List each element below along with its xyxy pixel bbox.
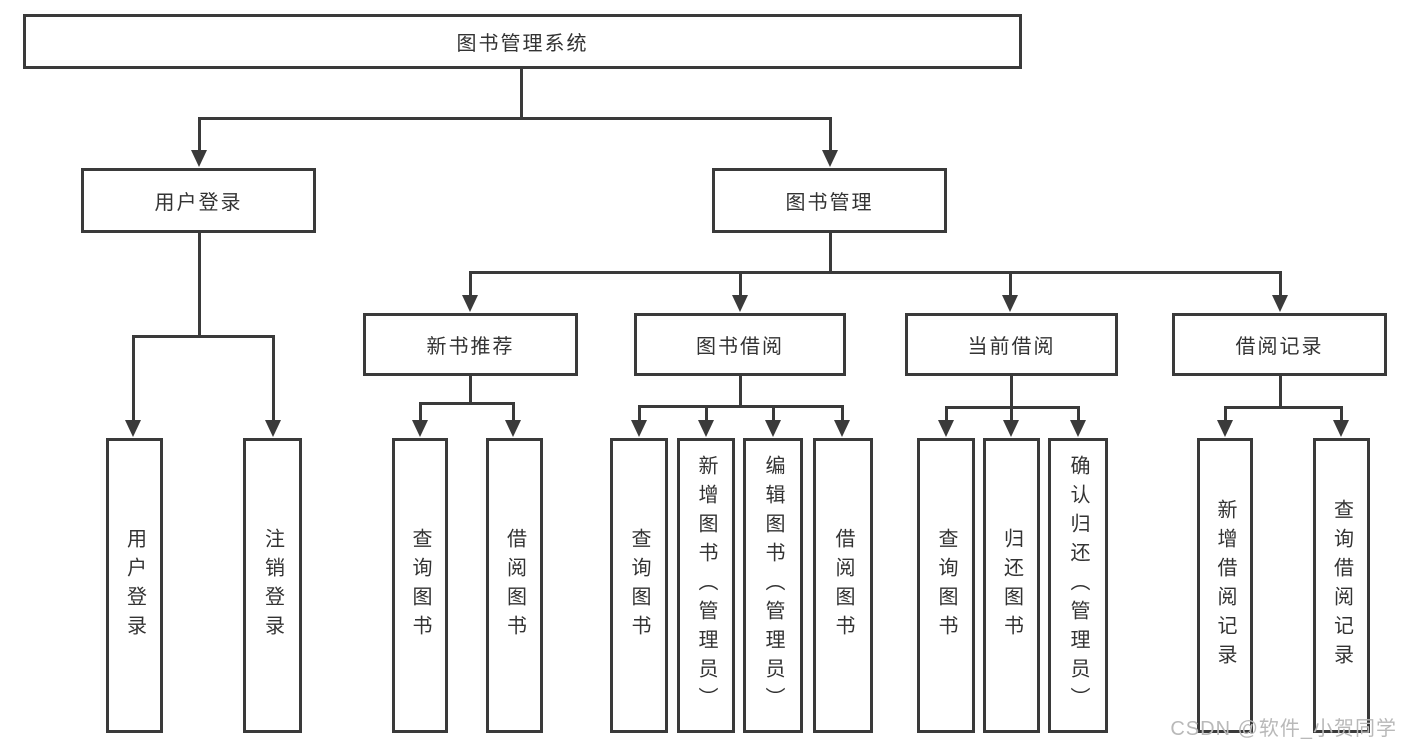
node-label: 图书管理系统	[456, 33, 589, 55]
node-label: 借阅记录	[1235, 336, 1324, 358]
connector-line-vertical	[1224, 407, 1227, 422]
connector-line-vertical	[829, 233, 832, 273]
arrowhead-down-icon	[1217, 420, 1233, 437]
arrowhead-down-icon	[1002, 295, 1018, 312]
arrowhead-down-icon	[698, 420, 714, 437]
leaf-label: 编辑图书（管理员）	[762, 455, 784, 716]
connector-line-vertical	[512, 403, 515, 422]
leaf-add-books-admin: 新增图书（管理员）	[677, 438, 735, 733]
connector-line-vertical	[469, 272, 472, 297]
arrowhead-down-icon	[191, 150, 207, 167]
leaf-recommend-query-books: 查询图书	[392, 438, 448, 733]
arrowhead-down-icon	[462, 295, 478, 312]
leaf-label: 查询借阅记录	[1330, 498, 1353, 673]
connector-line-horizontal	[945, 406, 1080, 409]
leaf-label: 注销登录	[261, 527, 284, 644]
arrowhead-down-icon	[765, 420, 781, 437]
node-current-borrowing: 当前借阅	[905, 313, 1118, 376]
arrowhead-down-icon	[822, 150, 838, 167]
leaf-borrowing-borrow-books: 借阅图书	[813, 438, 873, 733]
node-label: 用户登录	[154, 192, 243, 214]
node-label: 新书推荐	[426, 336, 515, 358]
node-label: 图书管理	[785, 192, 874, 214]
connector-line-horizontal	[198, 117, 832, 120]
arrowhead-down-icon	[125, 420, 141, 437]
connector-line-vertical	[1010, 407, 1013, 422]
leaf-borrowing-query-books: 查询图书	[610, 438, 668, 733]
connector-line-horizontal	[419, 402, 515, 405]
leaf-label: 归还图书	[1000, 527, 1023, 644]
leaf-label: 查询图书	[628, 527, 650, 644]
watermark: CSDN @软件_小贺同学	[1170, 718, 1397, 740]
connector-line-horizontal	[638, 405, 844, 408]
leaf-logout: 注销登录	[243, 438, 302, 733]
node-user-login: 用户登录	[81, 168, 316, 233]
leaf-label: 查询图书	[935, 527, 957, 644]
leaf-label: 新增图书（管理员）	[695, 455, 717, 716]
connector-line-vertical	[1340, 407, 1343, 422]
arrowhead-down-icon	[1333, 420, 1349, 437]
node-book-borrowing: 图书借阅	[634, 313, 846, 376]
connector-line-vertical	[520, 69, 523, 119]
connector-line-vertical	[272, 336, 275, 422]
leaf-edit-books-admin: 编辑图书（管理员）	[743, 438, 803, 733]
connector-line-vertical	[198, 118, 201, 152]
connector-line-horizontal	[469, 271, 1282, 274]
leaf-return-books: 归还图书	[983, 438, 1040, 733]
arrowhead-down-icon	[505, 420, 521, 437]
node-borrowing-records: 借阅记录	[1172, 313, 1387, 376]
arrowhead-down-icon	[412, 420, 428, 437]
arrowhead-down-icon	[938, 420, 954, 437]
leaf-recommend-borrow-books: 借阅图书	[486, 438, 543, 733]
connector-line-vertical	[945, 407, 948, 422]
node-book-management: 图书管理	[712, 168, 947, 233]
arrowhead-down-icon	[732, 295, 748, 312]
arrowhead-down-icon	[834, 420, 850, 437]
connector-line-vertical	[638, 406, 641, 422]
node-label: 当前借阅	[967, 336, 1056, 358]
node-new-book-recommend: 新书推荐	[363, 313, 578, 376]
leaf-label: 确认归还（管理员）	[1067, 455, 1089, 716]
arrowhead-down-icon	[1070, 420, 1086, 437]
node-label: 图书借阅	[696, 336, 784, 358]
leaf-current-query-books: 查询图书	[917, 438, 975, 733]
connector-line-vertical	[198, 233, 201, 337]
node-root-library-system: 图书管理系统	[23, 14, 1022, 69]
leaf-label: 借阅图书	[832, 527, 854, 644]
connector-line-vertical	[739, 376, 742, 407]
arrowhead-down-icon	[631, 420, 647, 437]
leaf-label: 借阅图书	[503, 527, 526, 644]
leaf-query-borrow-record: 查询借阅记录	[1313, 438, 1370, 733]
connector-line-vertical	[841, 406, 844, 422]
connector-line-vertical	[132, 336, 135, 422]
leaf-label: 用户登录	[123, 527, 146, 644]
leaf-add-borrow-record: 新增借阅记录	[1197, 438, 1253, 733]
connector-line-vertical	[1077, 407, 1080, 422]
leaf-label: 查询图书	[409, 527, 431, 644]
connector-line-vertical	[705, 406, 708, 422]
connector-line-vertical	[469, 376, 472, 404]
connector-line-horizontal	[1224, 406, 1343, 409]
arrowhead-down-icon	[1003, 420, 1019, 437]
leaf-label: 新增借阅记录	[1214, 498, 1236, 673]
connector-line-vertical	[1279, 376, 1282, 408]
arrowhead-down-icon	[1272, 295, 1288, 312]
connector-line-vertical	[772, 406, 775, 422]
leaf-confirm-return-admin: 确认归还（管理员）	[1048, 438, 1108, 733]
arrowhead-down-icon	[265, 420, 281, 437]
connector-line-vertical	[1010, 376, 1013, 408]
leaf-user-login: 用户登录	[106, 438, 163, 733]
connector-line-vertical	[739, 272, 742, 297]
connector-line-vertical	[829, 118, 832, 152]
connector-line-vertical	[1009, 272, 1012, 297]
connector-line-vertical	[1279, 272, 1282, 297]
connector-line-vertical	[419, 403, 422, 422]
connector-line-horizontal	[132, 335, 275, 338]
